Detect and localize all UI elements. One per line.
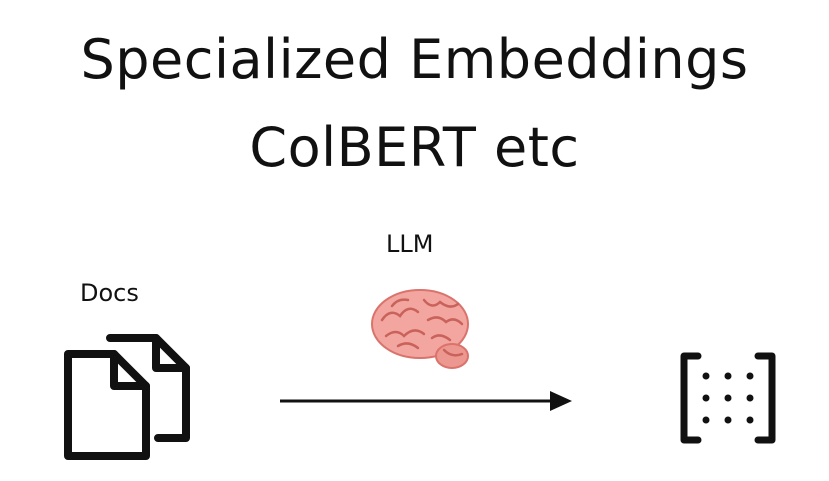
docs-label: Docs bbox=[80, 279, 139, 307]
documents-icon bbox=[64, 334, 190, 460]
title-line-1: Specialized Embeddings bbox=[80, 28, 749, 91]
embedding-matrix-icon bbox=[680, 352, 776, 444]
arrow-right-icon bbox=[280, 391, 572, 411]
title-line-2: ColBERT etc bbox=[249, 116, 580, 179]
llm-label: LLM bbox=[386, 230, 434, 258]
brain-icon bbox=[371, 289, 469, 369]
